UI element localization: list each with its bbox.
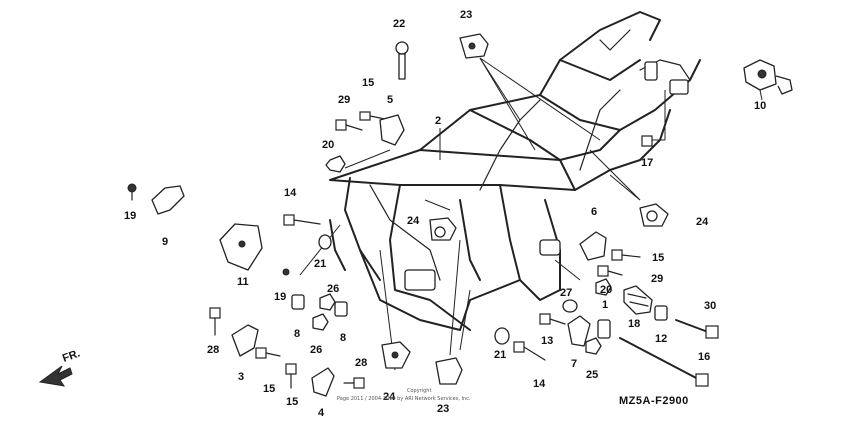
callout-2: 2 — [435, 115, 441, 127]
callout-5: 5 — [387, 94, 393, 106]
bracket-4 — [311, 367, 335, 397]
callout-24-right: 24 — [696, 216, 709, 228]
bracket-7 — [567, 315, 591, 347]
callout-15-top: 15 — [362, 77, 374, 89]
callout-23-bottom: 23 — [437, 403, 449, 415]
callout-25: 25 — [586, 369, 598, 381]
copyright-text: Page 2011 / 2004-2014 by ARI Network Ser… — [337, 396, 471, 402]
washer-21-bottom — [494, 327, 510, 345]
bolt-19-left — [127, 183, 137, 201]
bolt-15-bottom — [285, 363, 297, 389]
callout-15-bottom: 15 — [286, 396, 298, 408]
callout-6: 6 — [591, 206, 597, 218]
callout-26-upper: 26 — [327, 283, 339, 295]
nut-20-right — [595, 278, 612, 296]
key-lock-10 — [743, 59, 793, 95]
bolt-14-left — [283, 214, 332, 250]
bolt-29-top — [335, 119, 363, 131]
callout-19-left: 19 — [124, 210, 136, 222]
bolt-28-bottom — [343, 377, 365, 389]
callout-19-mid: 19 — [274, 291, 286, 303]
clamp-23-bottom — [435, 357, 463, 385]
callout-14-left: 14 — [284, 187, 297, 199]
bracket-3 — [231, 324, 259, 357]
callout-14-bottom: 14 — [533, 378, 546, 390]
callout-26-lower: 26 — [310, 344, 322, 356]
bracket-5 — [379, 114, 405, 146]
callout-22: 22 — [393, 18, 405, 30]
callout-29-top: 29 — [338, 94, 350, 106]
callout-15-right: 15 — [652, 252, 664, 264]
spring-18 — [623, 285, 653, 315]
callout-labels: 22 23 15 29 5 2 20 19 9 14 24 11 21 19 2… — [124, 9, 766, 419]
nut-26-upper — [319, 293, 336, 311]
collar-1 — [597, 319, 611, 339]
bolt-28-left — [209, 307, 221, 336]
callout-8-right: 8 — [340, 332, 346, 344]
callout-30: 30 — [704, 300, 716, 312]
callout-21-left: 21 — [314, 258, 326, 270]
callout-3: 3 — [238, 371, 244, 383]
callout-12: 12 — [655, 333, 667, 345]
washer-27 — [562, 299, 578, 313]
callout-15-left: 15 — [263, 383, 275, 395]
bolt-14-bottom — [513, 341, 546, 361]
bolt-30 — [675, 319, 719, 339]
callout-28-bottom: 28 — [355, 357, 367, 369]
callout-20-right: 20 — [600, 284, 612, 296]
bolt-17 — [641, 135, 653, 147]
callout-11: 11 — [237, 276, 249, 288]
bolt-29-right — [597, 265, 623, 277]
callout-1: 1 — [602, 299, 608, 311]
bolt-16 — [619, 337, 709, 387]
collar-8-left — [291, 294, 305, 310]
clamp-24-bottom — [381, 341, 411, 369]
callout-7: 7 — [571, 358, 577, 370]
callout-13: 13 — [541, 335, 553, 347]
collar-12 — [654, 305, 668, 321]
diagram-code: MZ5A-F2900 — [619, 395, 689, 407]
copyright-title: Copyright — [407, 388, 431, 394]
front-label: FR. — [61, 347, 82, 364]
callout-16: 16 — [698, 351, 710, 363]
callout-8-left: 8 — [294, 328, 300, 340]
callout-9: 9 — [162, 236, 168, 248]
clamp-24-center — [429, 217, 457, 241]
callout-21-bottom: 21 — [494, 349, 506, 361]
bracket-6 — [579, 231, 607, 261]
bolt-19-mid — [282, 268, 290, 276]
callout-23-top: 23 — [460, 9, 472, 21]
callout-18: 18 — [628, 318, 640, 330]
bolt-15-right — [611, 249, 641, 261]
leader-lines — [299, 57, 763, 371]
hook-bolt-22 — [395, 41, 409, 80]
nut-25 — [585, 337, 602, 355]
nut-26-lower — [312, 313, 329, 331]
callout-4: 4 — [318, 407, 325, 419]
main-frame — [329, 11, 701, 331]
front-arrow-icon — [38, 365, 73, 387]
bolt-15-left — [255, 347, 281, 359]
bolt-13 — [539, 313, 566, 325]
bracket-11 — [219, 223, 263, 271]
callout-24-bottom: 24 — [383, 391, 396, 403]
callout-24-center: 24 — [407, 215, 420, 227]
callout-17: 17 — [641, 157, 653, 169]
nut-20-top — [325, 155, 346, 173]
clamp-24-right — [639, 203, 669, 227]
collar-8-right — [334, 301, 348, 317]
callout-20-top: 20 — [322, 139, 334, 151]
callout-29-right: 29 — [651, 273, 663, 285]
callout-28-left: 28 — [207, 344, 219, 356]
callout-27: 27 — [560, 287, 572, 299]
callout-10: 10 — [754, 100, 766, 112]
clamp-23-top — [459, 33, 489, 59]
cover-9 — [151, 185, 185, 215]
